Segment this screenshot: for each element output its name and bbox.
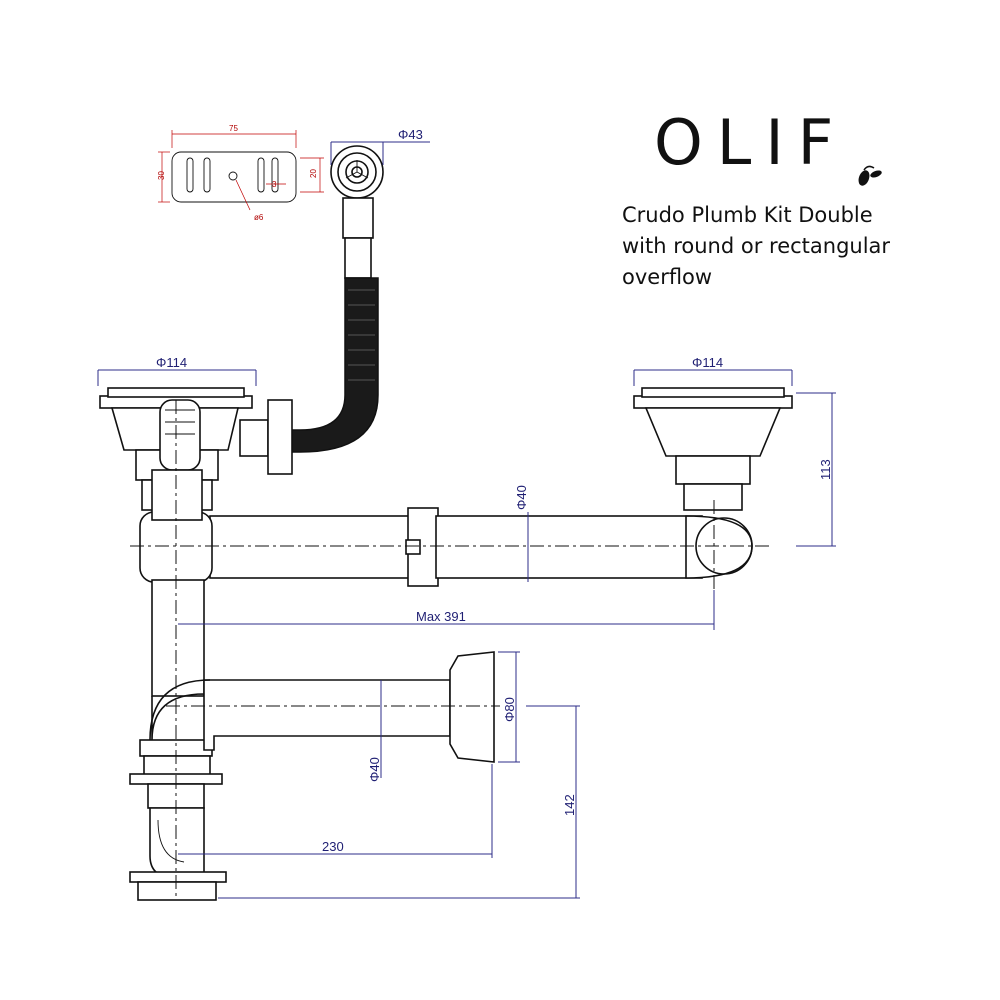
left-basket-dia-label: Φ114 — [156, 355, 187, 370]
overflow-hole-label: ø6 — [254, 213, 264, 222]
basket-height-label: 113 — [818, 459, 833, 480]
centerlines — [130, 400, 770, 900]
product-title-line-2: with round or rectangular — [622, 234, 891, 258]
max-spacing-label: Max 391 — [416, 609, 466, 624]
outlet-pipe-dia-label: Φ40 — [367, 757, 382, 782]
trap-height-label: 142 — [562, 794, 577, 816]
overflow-width-label: 75 — [229, 124, 238, 133]
outlet-length-label: 230 — [322, 839, 344, 854]
round-overflow: Φ43 — [330, 127, 430, 279]
rectangular-overflow: 75 30 20 3 ø6 — [157, 124, 324, 222]
product-title: Crudo Plumb Kit Double with round or rec… — [622, 200, 922, 293]
right-basket-dia-label: Φ114 — [692, 355, 723, 370]
outlet-pipe: Φ40 Φ80 — [149, 651, 520, 782]
overflow-height-label: 30 — [157, 171, 166, 180]
olif-logo: OLIF — [654, 112, 894, 192]
logo-text: OLIF — [654, 106, 848, 179]
horizontal-pipe-dia-label: Φ40 — [514, 485, 529, 510]
left-basket-strainer: Φ114 — [97, 355, 293, 511]
product-title-line-3: overflow — [622, 265, 713, 289]
overflow-slot-gap-label: 3 — [272, 180, 277, 189]
olive-leaf-icon — [858, 165, 882, 186]
horizontal-pipe: Φ40 — [209, 485, 753, 587]
outlet-dia-label: Φ80 — [502, 697, 517, 722]
dimension-lines: Max 391 230 142 — [178, 590, 715, 899]
round-overflow-dia-label: Φ43 — [398, 127, 423, 142]
product-title-line-1: Crudo Plumb Kit Double — [622, 203, 873, 227]
overflow-hose — [289, 277, 379, 453]
overflow-slot-height-label: 20 — [309, 169, 318, 178]
right-basket-strainer: Φ114 113 — [633, 355, 836, 547]
